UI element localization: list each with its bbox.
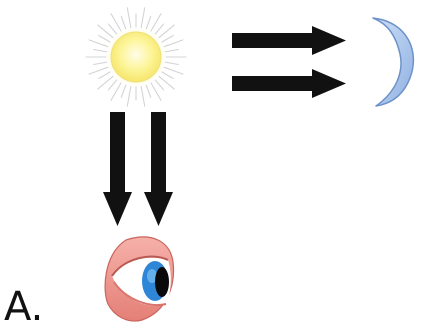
sun-ray [89,67,108,74]
sun-ray [155,80,163,90]
sun-ray [121,17,125,29]
sun-ray [141,8,145,28]
sun-ray [166,62,179,64]
sun-ray [108,80,116,90]
sun-ray [94,62,107,64]
sun-ray [99,36,110,43]
arrow-right-icon [232,26,346,55]
sun-ray [155,24,163,34]
sun-ray [141,87,145,107]
sun-ray [99,72,110,79]
sun-ray [146,85,150,97]
sun-ray [121,85,125,97]
sun-ray [127,8,131,28]
sun-ray [164,67,183,74]
sun-ray [166,50,179,52]
arrow-down-icon [144,112,173,226]
arrow-right-icon [232,69,346,98]
sun-ray [89,40,108,47]
option-label: A. [4,283,43,331]
sun-ray [162,72,173,79]
sun-ray [127,87,131,107]
sun-ray [108,24,116,34]
sun-ray [164,40,183,47]
crescent-moon-icon [373,18,413,106]
arrow-down-icon [103,112,132,226]
sun-ray [146,17,150,29]
sun-ray [162,36,173,43]
sun-ray [94,50,107,52]
sun-icon [86,8,186,106]
eye-icon [105,237,173,321]
